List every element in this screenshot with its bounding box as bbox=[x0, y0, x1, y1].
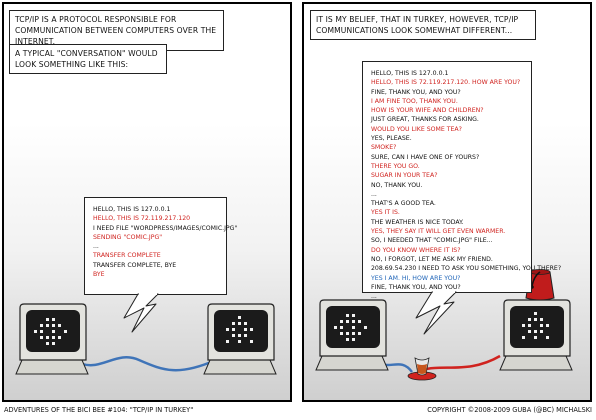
dialogue-line: Bye bbox=[93, 271, 105, 279]
footer-copyright: Copyright ©2008-2009 Guba (@BC) Michalsk… bbox=[427, 406, 592, 414]
fez-hat-icon bbox=[525, 269, 555, 301]
dialogue-line: Smoke? bbox=[371, 144, 397, 152]
speech-bubble-right: Hello, this is 127.0.0.1Hello, this is 7… bbox=[362, 61, 561, 300]
dialogue-line: That's a good tea. bbox=[371, 200, 436, 208]
dialogue-line: Do you know where it is? bbox=[371, 246, 461, 254]
computer-icon bbox=[315, 299, 389, 371]
caption-turkey: It is my belief, that in Turkey, however… bbox=[310, 10, 536, 40]
footer-title-text: Adventures of the Bici Bee #104: "TCP/IP… bbox=[4, 406, 194, 414]
panel-left: TCP/IP is a protocol responsible for com… bbox=[2, 2, 292, 402]
caption-conversation-text: A typical "conversation" would look some… bbox=[15, 49, 158, 69]
dialogue-line: I need file "wordpress/images/comic.jpg" bbox=[93, 224, 238, 232]
speech-bubble-left: Hello, this is 127.0.0.1Hello, this is 7… bbox=[84, 197, 238, 295]
dialogue-line: Yes, please. bbox=[371, 135, 412, 143]
dialogue-line: So, I needed that "comic.jpg" file... bbox=[371, 237, 493, 245]
dialogue-line: Hello, this is 127.0.0.1 bbox=[371, 70, 449, 77]
dialogue-line: No, thank you. bbox=[371, 181, 423, 189]
computer-icon bbox=[15, 303, 89, 375]
dialogue-line: ... bbox=[371, 190, 377, 198]
dialogue-line: Yes, they say it will get even warmer. bbox=[371, 228, 506, 236]
dialogue-line: Sure, can I have one of yours? bbox=[371, 153, 480, 161]
dialogue-left: Hello, this is 127.0.0.1Hello, this is 7… bbox=[93, 205, 238, 279]
dialogue-line: Hello, this is 72.119.217.120. How are y… bbox=[371, 79, 521, 87]
panel-right: It is my belief, that in Turkey, however… bbox=[302, 2, 592, 402]
dialogue-line: Would you like some tea? bbox=[371, 125, 462, 133]
speech-bubble-tail-left bbox=[123, 293, 159, 333]
dialogue-line: ... bbox=[93, 243, 99, 251]
dialogue-line: The weather is nice today. bbox=[371, 218, 464, 226]
dialogue-line: Yes it is. bbox=[371, 209, 400, 217]
footer-title: Adventures of the Bici Bee #104: "TCP/IP… bbox=[4, 406, 193, 414]
dialogue-line: Fine, thank you, and you? bbox=[371, 283, 461, 291]
speech-bubble-tail-right bbox=[415, 291, 457, 335]
dialogue-right: Hello, this is 127.0.0.1Hello, this is 7… bbox=[371, 69, 562, 301]
dialogue-line: Sending "comic.jpg" bbox=[93, 233, 163, 241]
dialogue-line: There you go. bbox=[371, 162, 420, 170]
dialogue-line: Hello, this is 72.119.217.120 bbox=[93, 215, 191, 223]
caption-intro-text: TCP/IP is a protocol responsible for com… bbox=[15, 15, 217, 46]
dialogue-line: ... bbox=[371, 293, 377, 301]
network-cable bbox=[421, 354, 501, 372]
footer-copyright-text: Copyright ©2008-2009 Guba (@BC) Michalsk… bbox=[427, 406, 592, 414]
network-cable bbox=[73, 356, 217, 372]
dialogue-line: How is your wife and children? bbox=[371, 107, 484, 115]
computer-icon bbox=[203, 303, 277, 375]
left-scene bbox=[15, 303, 277, 375]
tea-glass-icon bbox=[407, 357, 437, 381]
dialogue-line: Sugar in your tea? bbox=[371, 172, 438, 180]
caption-conversation: A typical "conversation" would look some… bbox=[9, 44, 167, 74]
dialogue-line: Transfer complete, bye bbox=[93, 261, 177, 269]
right-scene bbox=[315, 269, 573, 381]
dialogue-line: I am fine too, thank you. bbox=[371, 97, 458, 105]
dialogue-line: Transfer complete bbox=[93, 252, 161, 260]
computer-icon bbox=[499, 299, 573, 371]
dialogue-line: No, I forgot, let me ask my friend. bbox=[371, 255, 493, 263]
dialogue-line: Fine, thank you, and you? bbox=[371, 88, 461, 96]
dialogue-line: Just great, thanks for asking. bbox=[371, 116, 479, 124]
dialogue-line: Hello, this is 127.0.0.1 bbox=[93, 206, 171, 213]
dialogue-line: 208.69.54.230 I need to ask you somethin… bbox=[371, 265, 562, 273]
dialogue-line: Yes I am. Hi, how are you? bbox=[371, 274, 461, 282]
caption-turkey-text: It is my belief, that in Turkey, however… bbox=[316, 15, 519, 35]
